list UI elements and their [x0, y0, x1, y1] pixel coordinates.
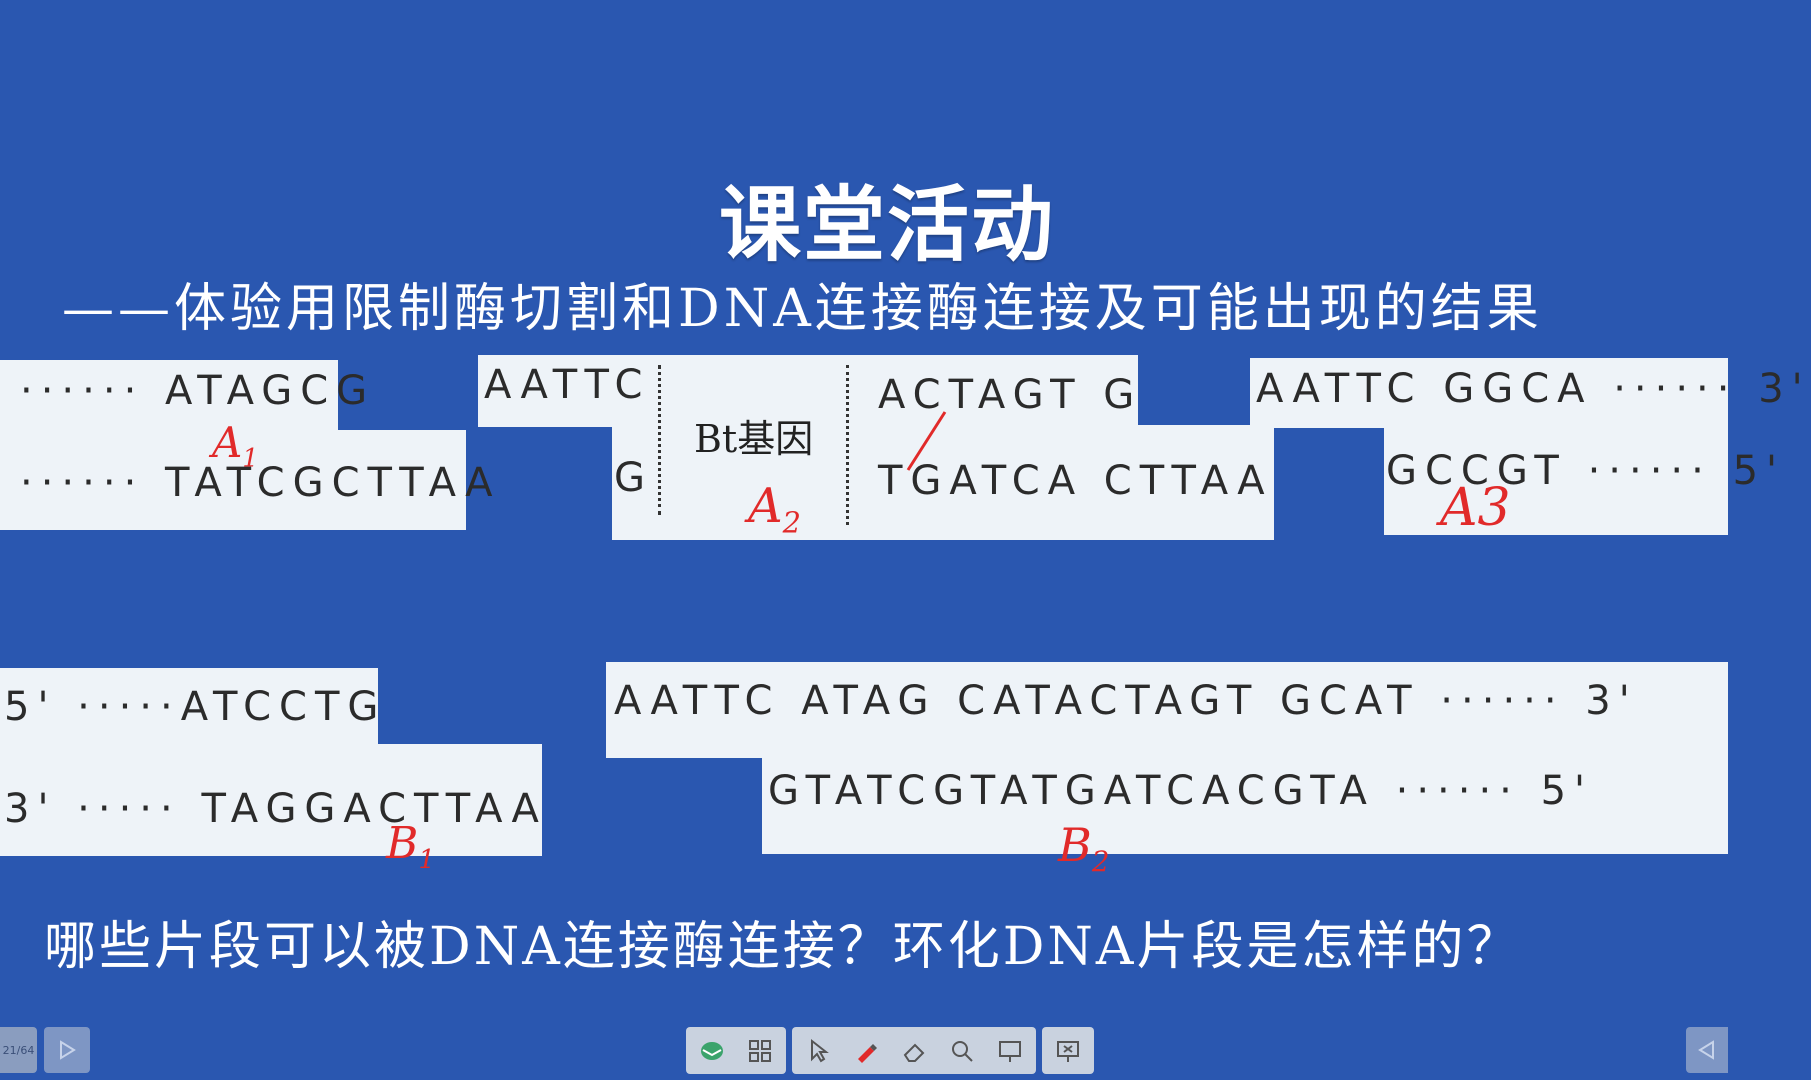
- whiteboard-button[interactable]: [990, 1031, 1030, 1071]
- toolbar-group-tools: [792, 1027, 1036, 1074]
- eraser-tool-button[interactable]: [894, 1031, 934, 1071]
- slide-question: 哪些片段可以被DNA连接酶连接？环化DNA片段是怎样的？: [44, 917, 1522, 977]
- pen-icon: [858, 1043, 877, 1063]
- paper-strip: [612, 425, 1274, 540]
- sequence-top-left: AATTC: [484, 362, 651, 408]
- menu-button[interactable]: [692, 1031, 732, 1071]
- cut-line: [658, 365, 661, 515]
- sequence-bottom: ······ TATCGCTTAA: [20, 460, 501, 506]
- presentation-exit-icon: [1057, 1040, 1079, 1062]
- page-indicator: 21/64: [0, 1027, 37, 1073]
- paper-strip: [1384, 425, 1728, 535]
- fragment-label: B2: [1058, 818, 1110, 879]
- paper-strip: [762, 746, 1728, 854]
- sequence-bottom-right: TGATCA CTTAA: [878, 458, 1273, 504]
- next-slide-button[interactable]: [44, 1027, 90, 1073]
- cut-line: [846, 365, 849, 525]
- paper-strip: [0, 744, 542, 856]
- exit-presentation-button[interactable]: [1048, 1031, 1088, 1071]
- sequence-top-right: ACTAGT G: [878, 372, 1143, 418]
- sequence-bottom: GTATCGTATGATCACGTA ······ 5': [768, 768, 1594, 814]
- annotation-stroke: [906, 411, 947, 471]
- pen-tool-button[interactable]: [846, 1031, 886, 1071]
- fragment-label: A3: [1440, 478, 1511, 538]
- grid-icon: [749, 1039, 771, 1062]
- play-icon: [60, 1040, 76, 1060]
- zoom-tool-button[interactable]: [942, 1031, 982, 1071]
- layers-icon: [701, 1041, 723, 1060]
- slide-title: 课堂活动: [718, 178, 1055, 273]
- slide-overview-button[interactable]: [740, 1031, 780, 1071]
- slide: 课堂活动 ——体验用限制酶切割和DNA连接酶连接及可能出现的结果 ······ …: [0, 178, 1803, 1074]
- previous-slide-button[interactable]: [1686, 1027, 1728, 1073]
- paper-strip: [0, 430, 466, 530]
- paper-strip: [1250, 358, 1728, 428]
- bt-gene-note: Bt基因: [694, 417, 814, 461]
- sequence-top: AATTC ATAG CATACTAGT GCAT ······ 3': [614, 678, 1638, 724]
- back-icon: [1698, 1040, 1714, 1060]
- sequence-top: 5' ·····ATCCTG: [4, 684, 387, 730]
- projector-screen-icon: [999, 1040, 1021, 1062]
- toolbar-group-exit: [1042, 1027, 1094, 1074]
- sequence-top: AATTC GGCA ······ 3': [1256, 366, 1811, 412]
- sequence-bottom: 3' ····· TAGGACTTAA: [4, 786, 547, 832]
- magnifier-icon: [952, 1040, 973, 1062]
- fragment-label: A2: [748, 478, 801, 540]
- paper-strip: [0, 360, 338, 432]
- fragment-label: A1: [212, 418, 259, 473]
- toolbar-group-navigation: [686, 1027, 786, 1074]
- paper-strip: [0, 668, 378, 746]
- sequence-bottom: GCCGT ······ 5': [1386, 448, 1786, 494]
- paper-strip: [606, 662, 1728, 758]
- cursor-arrow-icon: [811, 1038, 829, 1062]
- sequence-top: ······ ATAGCG: [20, 368, 376, 414]
- presentation-toolbar: [686, 1027, 1094, 1074]
- paper-strip: [478, 355, 1138, 427]
- pointer-tool-button[interactable]: [798, 1031, 838, 1071]
- sequence-bottom-left: G: [614, 455, 653, 501]
- eraser-icon: [903, 1043, 925, 1062]
- fragment-label: B1: [386, 818, 436, 875]
- slide-subtitle: ——体验用限制酶切割和DNA连接酶连接及可能出现的结果: [62, 279, 1543, 339]
